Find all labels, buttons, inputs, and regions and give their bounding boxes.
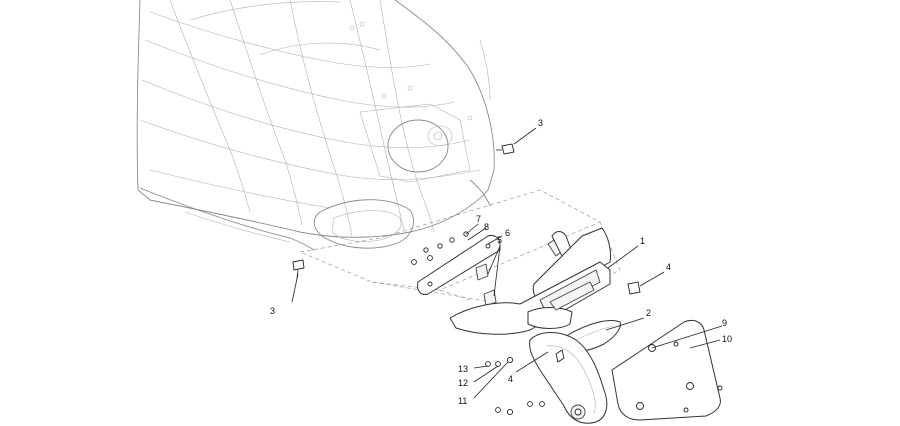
fastener-row — [411, 231, 469, 265]
callout-12: 12 — [458, 378, 468, 388]
callout-3-upper: 3 — [538, 118, 543, 128]
callout-8: 8 — [484, 222, 489, 232]
lower-mudguard — [529, 332, 608, 424]
callout-4-right: 4 — [666, 262, 671, 272]
screw-3-lower — [292, 259, 305, 279]
callout-13: 13 — [458, 364, 468, 374]
callout-10: 10 — [722, 334, 732, 344]
callout-labels: 1 2 3 3 4 4 5 6 7 8 9 10 11 12 13 — [270, 118, 732, 406]
screw-4-right — [627, 281, 641, 295]
callout-11: 11 — [458, 396, 467, 406]
callout-6: 6 — [505, 228, 510, 238]
callout-2: 2 — [646, 308, 651, 318]
callout-7: 7 — [476, 214, 481, 224]
callout-3-lower: 3 — [270, 306, 275, 316]
assembly-guide-lines — [298, 189, 621, 311]
callout-1: 1 — [640, 236, 645, 246]
callout-5: 5 — [497, 235, 502, 245]
left-hardware — [485, 356, 545, 416]
part-1-plate-support — [449, 227, 611, 335]
part-5-clips — [475, 231, 573, 307]
screw-3-upper — [496, 143, 515, 155]
callout-9: 9 — [722, 318, 727, 328]
callout-4-lower: 4 — [508, 374, 513, 384]
license-plate — [611, 319, 723, 421]
part-6-bracket — [417, 235, 501, 295]
rear-body-shell — [136, 0, 495, 251]
leader-lines — [291, 127, 723, 399]
